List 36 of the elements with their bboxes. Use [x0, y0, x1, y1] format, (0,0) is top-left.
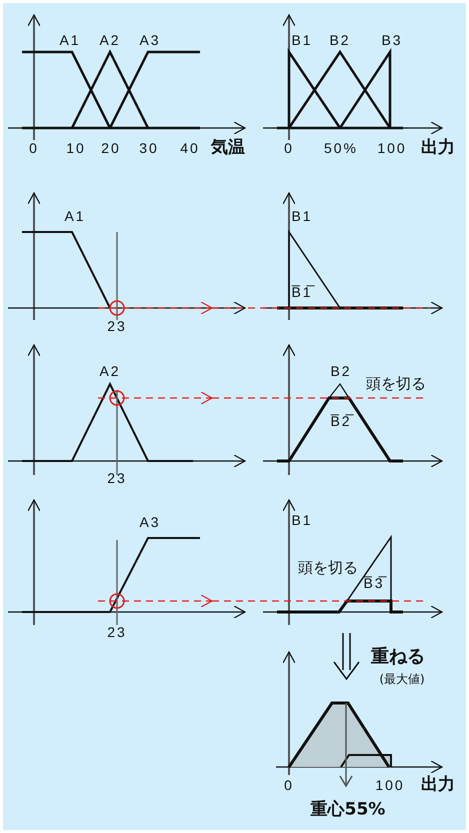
axis-label: 重心55% [310, 802, 386, 818]
axis-label: 0 [284, 141, 294, 155]
axis-label: 23 [107, 319, 127, 333]
axis-label: A2 [99, 33, 121, 47]
axis-label: 10 [66, 141, 86, 155]
axis-label: 100 [377, 141, 407, 155]
axis-label: B̅2̅ [330, 414, 352, 428]
axis-label: 0 [284, 778, 294, 792]
axis-label: 重ねる [371, 648, 425, 666]
axis-label: 23 [107, 471, 127, 485]
axis-label: 40 [180, 141, 200, 155]
axis-label: 50% [324, 141, 358, 155]
axis-label: B2 [329, 33, 351, 47]
axis-label: B1 [291, 513, 313, 527]
axis-label: 23 [107, 625, 127, 639]
axis-label: A3 [139, 515, 161, 529]
axis-label: B3 [381, 33, 403, 47]
axis-label: A3 [139, 33, 161, 47]
axis-label: 頭を切る [366, 376, 426, 392]
axis-label: A2 [99, 364, 121, 378]
axis-label: 出力 [421, 776, 455, 794]
axis-label: A1 [64, 209, 86, 223]
axis-label: 20 [101, 141, 121, 155]
axis-label: B̅3̅ [363, 576, 385, 590]
axis-label: 頭を切る [298, 560, 358, 576]
axis-label: B̅1̅ [291, 285, 313, 299]
axis-label: A1 [59, 33, 81, 47]
axis-label: 30 [139, 141, 159, 155]
axis-label: (最大値) [379, 673, 425, 685]
axis-label: 気温 [211, 140, 245, 156]
axis-label: B2 [330, 364, 352, 378]
axis-label: B1 [291, 33, 313, 47]
axis-label: 0 [29, 141, 39, 155]
axis-label: B1 [291, 209, 313, 223]
axis-label: 出力 [421, 140, 455, 156]
axis-label: 100 [375, 778, 405, 792]
